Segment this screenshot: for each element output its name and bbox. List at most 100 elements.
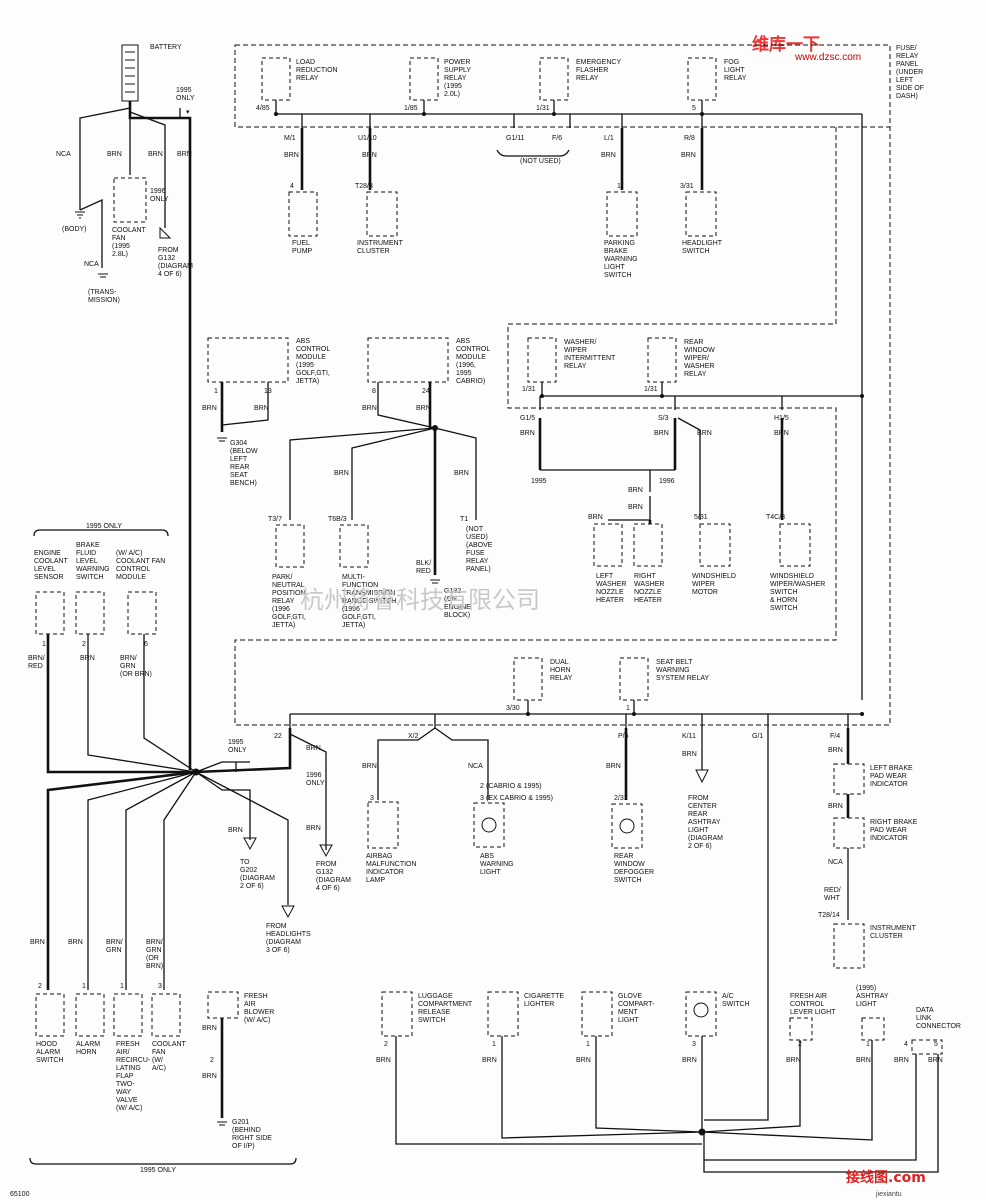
ac-switch-icon [693, 1002, 709, 1018]
svg-text:2: 2 [82, 641, 86, 648]
svg-text:5: 5 [692, 105, 696, 112]
connector-d-icon [319, 844, 333, 858]
svg-text:1: 1 [120, 983, 124, 990]
svg-text:5/31: 5/31 [694, 514, 708, 521]
fresh-air-blower-box [207, 991, 239, 1019]
svg-text:BRN: BRN [80, 655, 95, 662]
data-link-connector-box [911, 1039, 943, 1055]
svg-text:1: 1 [82, 983, 86, 990]
svg-text:24: 24 [422, 388, 430, 395]
brake-fluid-switch-box [75, 591, 105, 635]
svg-text:2: 2 [384, 1041, 388, 1048]
wiper-motor-box [699, 523, 731, 567]
svg-text:BRN: BRN [828, 803, 843, 810]
svg-text:BLK/RED: BLK/RED [416, 560, 431, 575]
svg-text:BRN: BRN [786, 1057, 801, 1064]
ashtray-light-box [861, 1017, 885, 1041]
svg-text:BRN: BRN [601, 152, 616, 159]
svg-text:1: 1 [214, 388, 218, 395]
svg-text:P/5: P/5 [618, 733, 629, 740]
connector-b-icon [243, 837, 257, 851]
svg-text:4: 4 [290, 183, 294, 190]
svg-text:3: 3 [158, 983, 162, 990]
svg-text:BRN: BRN [202, 1073, 217, 1080]
svg-text:BRN/RED: BRN/RED [28, 655, 45, 670]
svg-text:RED/WHT: RED/WHT [824, 887, 841, 902]
svg-text:22: 22 [274, 733, 282, 740]
svg-text:BRN: BRN [254, 405, 269, 412]
svg-text:(EX CABRIO & 1995): (EX CABRIO & 1995) [486, 795, 553, 802]
svg-text:BRN: BRN [284, 152, 299, 159]
bulb-icon [481, 817, 497, 833]
svg-text:8: 8 [372, 388, 376, 395]
rear-wiper-relay-box [647, 337, 677, 383]
site-logo: 维库一下 [752, 34, 820, 55]
headlight-switch-box [685, 191, 717, 237]
svg-text:BRN: BRN [228, 827, 243, 834]
svg-text:BRN: BRN [202, 1025, 217, 1032]
svg-text:BRN: BRN [416, 405, 431, 412]
svg-text:BRN/GRN: BRN/GRN [106, 939, 123, 954]
coolant-fan-ac-box [151, 993, 181, 1037]
ground-transmission-icon [98, 273, 108, 278]
svg-text:1/31: 1/31 [536, 105, 550, 112]
cigarette-lighter-box [487, 991, 519, 1037]
site-url: www.dzsc.com [794, 52, 861, 63]
park-neutral-relay-box [275, 524, 305, 568]
wiper-horn-switch-box [779, 523, 811, 567]
svg-text:1: 1 [586, 1041, 590, 1048]
svg-text:4/85: 4/85 [256, 105, 270, 112]
ground-body-icon [75, 211, 85, 219]
svg-text:BRN: BRN [306, 825, 321, 832]
svg-text:T28/3: T28/3 [355, 183, 373, 190]
svg-text:BRN: BRN [306, 745, 321, 752]
svg-text:BRN: BRN [928, 1057, 943, 1064]
svg-text:M/1: M/1 [284, 135, 296, 142]
svg-text:▾: ▾ [186, 109, 190, 116]
svg-text:BRN: BRN [697, 430, 712, 437]
svg-text:BRN: BRN [68, 939, 83, 946]
svg-text:T4C/3: T4C/3 [766, 514, 785, 521]
alarm-horn-box [75, 993, 105, 1037]
svg-text:1995: 1995 [531, 478, 547, 485]
svg-text:G1/11: G1/11 [506, 135, 525, 142]
svg-text:3/31: 3/31 [680, 183, 694, 190]
emergency-flasher-relay [539, 57, 569, 101]
svg-text:BRN: BRN [828, 747, 843, 754]
fog-light-relay [687, 57, 717, 101]
defogger-switch-box [611, 803, 643, 849]
svg-text:BRN: BRN [177, 151, 192, 158]
airbag-lamp-box [367, 801, 399, 849]
svg-text:K/11: K/11 [682, 733, 696, 740]
svg-text:G/1: G/1 [752, 733, 763, 740]
connector-c-icon [281, 905, 295, 919]
instrument-cluster-box-top [366, 191, 398, 237]
svg-text:NCA: NCA [84, 261, 99, 268]
